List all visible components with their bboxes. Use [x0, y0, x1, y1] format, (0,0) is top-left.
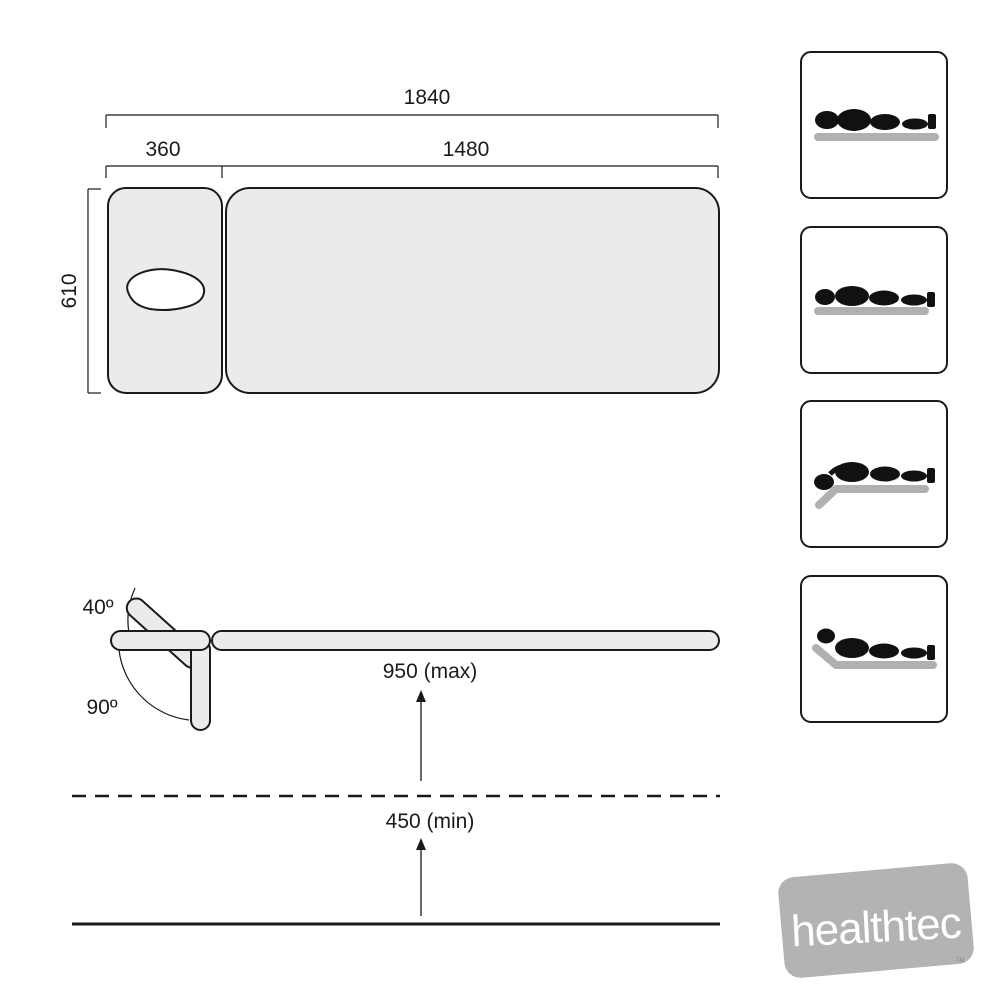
dimension-segments	[105, 165, 719, 178]
headrest-lowered	[190, 639, 211, 731]
patient-flat-low-head-icon	[814, 286, 935, 315]
logo-trademark: TM	[956, 958, 965, 964]
height-min-label: 450 (min)	[386, 810, 475, 833]
position-card-2	[800, 226, 948, 374]
healthtec-logo: healthtec TM	[778, 863, 974, 978]
body-section	[225, 187, 720, 394]
side-view: 40º 90º 950 (max) 450 (min)	[72, 587, 720, 926]
dimension-total-length	[105, 114, 719, 128]
headrest-length-label: 360	[145, 138, 180, 161]
patient-flat-icon	[814, 109, 939, 141]
position-icons	[800, 51, 948, 723]
body-profile	[211, 630, 720, 651]
width-label: 610	[58, 273, 81, 308]
angle-down-label: 90º	[86, 696, 117, 719]
position-card-1	[800, 51, 948, 199]
patient-headrest-up-icon	[812, 628, 937, 669]
logo-badge	[778, 863, 974, 978]
position-card-4	[800, 575, 948, 723]
face-hole	[126, 268, 206, 311]
height-min-arrow-head	[416, 838, 426, 850]
logo-name-part2: tec	[904, 899, 962, 951]
height-max-label: 950 (max)	[383, 660, 478, 683]
patient-headrest-down-icon	[814, 462, 935, 509]
dimension-width	[87, 188, 101, 394]
logo-wordmark: healthtec	[790, 899, 962, 957]
logo-name-part1: health	[790, 902, 906, 957]
angle-arc-down	[118, 649, 190, 721]
body-length-label: 1480	[443, 138, 490, 161]
angle-up-label: 40º	[82, 596, 113, 619]
height-max-arrow-head	[416, 690, 426, 702]
headrest-flat	[110, 630, 211, 651]
top-view: 1840 360 1480 610	[58, 86, 720, 394]
total-length-label: 1840	[404, 86, 451, 109]
position-card-3	[800, 400, 948, 548]
